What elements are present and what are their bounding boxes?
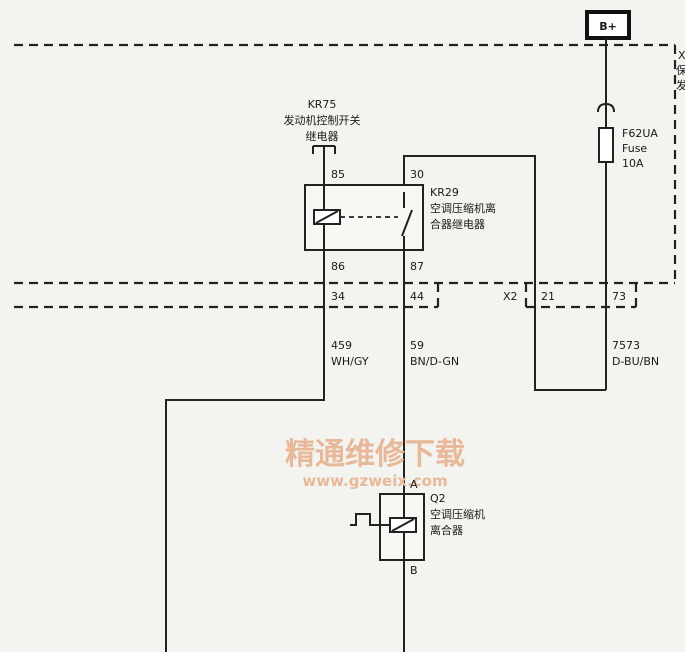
wire-bplus-fuse [597, 38, 615, 390]
wire-459 [165, 250, 325, 652]
svg-text:精通维修下载: 精通维修下载 [285, 437, 465, 472]
svg-text:34: 34 [331, 290, 345, 303]
svg-text:保: 保 [676, 63, 685, 77]
wire-7573-label: 7573 D-BU/BN [612, 339, 659, 368]
svg-text:D-BU/BN: D-BU/BN [612, 355, 659, 368]
svg-text:Fuse: Fuse [622, 142, 647, 155]
svg-text:离合器: 离合器 [430, 523, 463, 537]
relay-kr75-label: KR75 发动机控制开关 继电器 [284, 98, 361, 143]
svg-text:空调压缩机: 空调压缩机 [430, 507, 485, 521]
svg-text:KR29: KR29 [430, 186, 459, 199]
compressor-clutch-q2 [350, 493, 425, 561]
pin-labels: 85 30 86 87 [331, 168, 424, 273]
svg-text:发动机控制开关: 发动机控制开关 [284, 113, 361, 127]
svg-text:73: 73 [612, 290, 626, 303]
svg-text:X2: X2 [503, 290, 518, 303]
wire-459-label: 459 WH/GY [331, 339, 369, 368]
svg-text:X: X [678, 49, 685, 62]
svg-text:www.gzweix.com: www.gzweix.com [302, 472, 447, 490]
svg-text:继电器: 继电器 [306, 130, 339, 143]
svg-text:B: B [410, 564, 418, 577]
svg-text:59: 59 [410, 339, 424, 352]
svg-text:F62UA: F62UA [622, 127, 658, 140]
svg-text:发: 发 [676, 78, 685, 92]
svg-text:7573: 7573 [612, 339, 640, 352]
svg-text:85: 85 [331, 168, 345, 181]
relay-kr29-label: KR29 空调压缩机离 合器继电器 [430, 186, 496, 231]
fuse-label: F62UA Fuse 10A [622, 127, 658, 170]
svg-text:21: 21 [541, 290, 555, 303]
svg-text:87: 87 [410, 260, 424, 273]
svg-text:BN/D-GN: BN/D-GN [410, 355, 459, 368]
svg-text:44: 44 [410, 290, 424, 303]
battery-label: B+ [599, 20, 617, 33]
svg-text:KR75: KR75 [308, 98, 337, 111]
connector-x2-labels: 34 44 X2 21 73 [331, 290, 626, 303]
kr75-connector-symbol [312, 145, 336, 185]
svg-text:Q2: Q2 [430, 492, 446, 505]
relay-kr29 [304, 184, 424, 251]
fuse-box-label: X 保 发 [676, 49, 685, 92]
module-boundary [14, 43, 677, 309]
svg-text:合器继电器: 合器继电器 [430, 217, 485, 231]
svg-text:10A: 10A [622, 157, 644, 170]
svg-text:空调压缩机离: 空调压缩机离 [430, 201, 496, 215]
svg-text:WH/GY: WH/GY [331, 355, 369, 368]
wire-59-label: 59 BN/D-GN [410, 339, 459, 368]
battery-positive: B+ [585, 10, 631, 40]
wire-30-loop [403, 155, 606, 391]
svg-text:A: A [410, 478, 418, 491]
svg-text:30: 30 [410, 168, 424, 181]
clutch-labels: A Q2 空调压缩机 离合器 B [410, 478, 485, 577]
svg-text:86: 86 [331, 260, 345, 273]
fuse-f62ua [598, 127, 614, 163]
svg-text:459: 459 [331, 339, 352, 352]
watermark: 精通维修下载 www.gzweix.com [285, 437, 465, 490]
